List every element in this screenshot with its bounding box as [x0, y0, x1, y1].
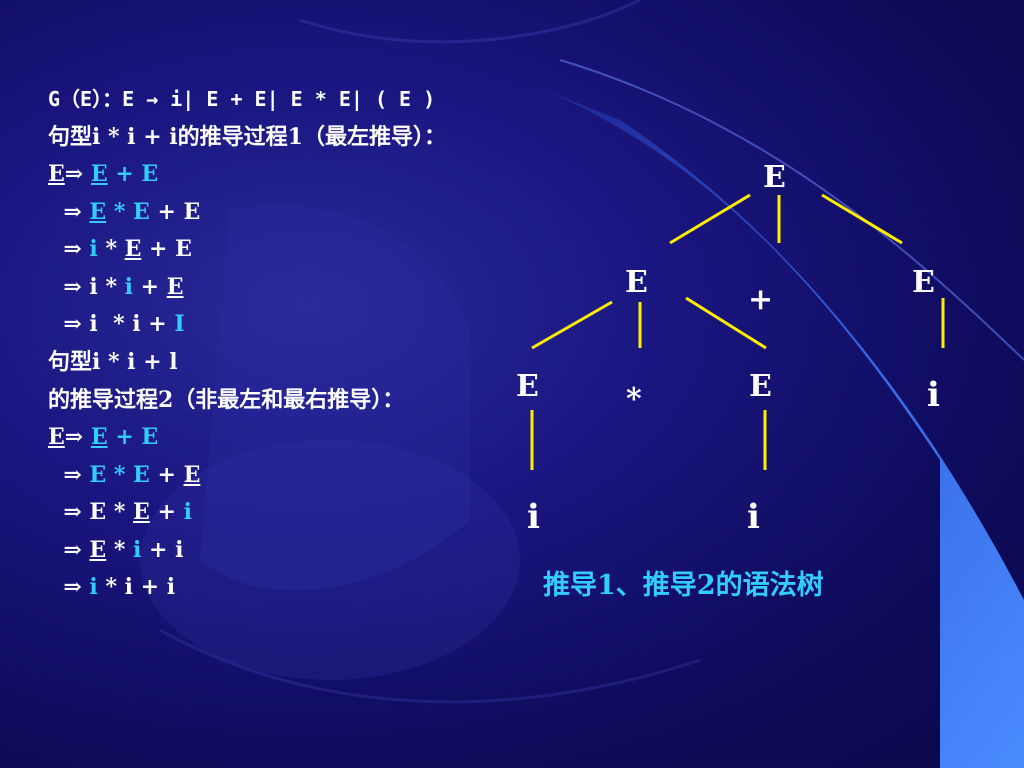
derivation2-token: E *	[89, 499, 134, 525]
derivation2-step-4: ⇒ E * i + i	[48, 536, 184, 563]
derivation1-token: i	[89, 236, 98, 262]
derivation2-token: E	[133, 499, 150, 525]
derivation2-step-1: E⇒ E + E	[48, 424, 158, 450]
derivation2-token: + E	[107, 424, 159, 450]
tree-caption: 推导1、推导2的语法树	[543, 570, 824, 601]
derivation2-token: i	[183, 499, 192, 525]
derivation1-token: E	[89, 198, 107, 225]
derivation1-step-4: ⇒ i * i + E	[48, 273, 184, 300]
derivation1-token: + E	[107, 161, 159, 187]
derivation2-token: ⇒	[64, 424, 91, 450]
derivation1-token: ⇒	[48, 236, 90, 262]
derivation1-step-3: ⇒ i * E + E	[48, 236, 192, 262]
tree-leaf-ll-i: i	[527, 497, 540, 537]
derivation2-step-2: ⇒ E * E + E	[48, 462, 200, 488]
derivation2-title-line1: 句型i * i + l	[48, 349, 178, 375]
derivation2-step-5: ⇒ i * i + i	[48, 574, 175, 600]
derivation1-token: ⇒	[48, 311, 90, 337]
derivation2-token: E	[89, 536, 107, 563]
tree-node-right: E	[912, 265, 935, 300]
edge-left-ll	[531, 300, 613, 350]
derivation2-token: i	[133, 536, 142, 563]
derivation1-token: ⇒	[48, 198, 90, 225]
derivation1-token: + E	[149, 198, 201, 225]
derivation1-step-5: ⇒ i * i + I	[48, 311, 185, 337]
derivation1-token: + E	[141, 236, 192, 262]
derivation1-token: i	[124, 273, 133, 300]
derivation2-token: + i	[141, 536, 184, 563]
derivation2-token: ⇒	[48, 536, 90, 563]
tree-node-root: E	[763, 160, 786, 195]
derivation1-token: ⇒	[48, 273, 90, 300]
tree-leaf-right-i: i	[927, 375, 940, 415]
derivation1-token: E	[90, 161, 108, 187]
tree-node-lr: E	[749, 369, 772, 404]
edge-root-left	[669, 193, 751, 245]
derivation1-token: I	[174, 311, 185, 337]
derivation2-token: E	[90, 424, 108, 450]
derivation2-token: +	[149, 499, 184, 525]
grammar-definition: G（E）：E → i| E + E| E * E| ( E )	[48, 87, 436, 111]
tree-node-plus: +	[748, 282, 774, 317]
derivation2-token: E * E	[89, 461, 150, 488]
derivation2-token: *	[106, 536, 134, 563]
derivation2-title-line2: 的推导过程2（非最左和最右推导）：	[48, 387, 405, 413]
derivation1-step-1: E⇒ E + E	[48, 161, 158, 187]
derivation1-token: i *	[89, 273, 125, 300]
derivation1-token: * E	[106, 198, 150, 225]
derivation2-token: * i + i	[97, 574, 176, 600]
derivation2-token: ⇒	[48, 461, 90, 488]
tree-leaf-lr-i: i	[747, 497, 760, 537]
derivation2-token: ⇒	[48, 574, 90, 600]
derivation2-token: E	[48, 424, 65, 450]
derivation1-token: *	[97, 236, 125, 262]
derivation1-token: +	[132, 273, 167, 300]
derivation2-token: E	[183, 461, 201, 488]
derivation1-token: E	[124, 236, 142, 262]
tree-node-ll: E	[516, 369, 539, 404]
derivation2-token: ⇒	[48, 499, 90, 525]
derivation1-token: E	[166, 273, 184, 300]
derivation1-token: i * i +	[89, 311, 175, 337]
derivation1-token: ⇒	[64, 161, 91, 187]
derivation1-title: 句型i * i + i的推导过程1（最左推导）：	[48, 124, 446, 150]
derivation2-token: i	[89, 574, 98, 600]
derivation2-step-3: ⇒ E * E + i	[48, 499, 192, 525]
edge-left-lr	[685, 296, 767, 350]
edge-root-right	[821, 193, 903, 245]
derivation1-step-2: ⇒ E * E + E	[48, 199, 200, 225]
tree-node-left: E	[625, 265, 648, 300]
derivation1-token: E	[48, 161, 65, 187]
tree-node-star: *	[626, 382, 642, 417]
derivation2-token: +	[149, 461, 184, 488]
